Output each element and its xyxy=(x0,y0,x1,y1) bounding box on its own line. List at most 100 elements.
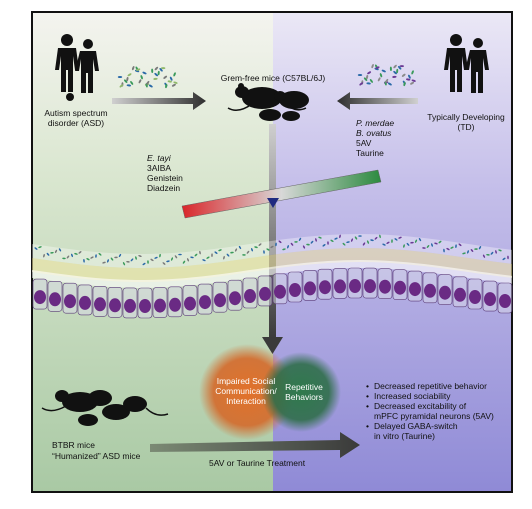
bacterium-icon xyxy=(275,242,277,247)
bacterium-icon xyxy=(490,251,494,255)
bacterium-icon xyxy=(202,259,206,262)
cell-nucleus xyxy=(154,298,166,313)
bacterium-icon xyxy=(478,246,482,250)
circle-label-line: Communication/ xyxy=(215,386,277,396)
asd-label: Autism spectrum disorder (ASD) xyxy=(44,108,108,128)
circle-label-line: Repetitive xyxy=(285,382,323,392)
bacterium-icon xyxy=(86,258,90,261)
bacterium-icon xyxy=(211,253,213,257)
bacterium-icon xyxy=(110,257,114,261)
bacterium-icon xyxy=(148,84,153,88)
repetitive-circle xyxy=(261,352,341,432)
bacterium-icon xyxy=(467,250,469,254)
bacterium-icon xyxy=(389,66,392,71)
cell-nucleus xyxy=(484,292,496,307)
bacterium-icon xyxy=(315,238,317,242)
bacterium-icon xyxy=(322,244,326,247)
bacterium-icon xyxy=(173,81,178,84)
bacterium-icon xyxy=(263,250,265,254)
bacterium-icon xyxy=(357,74,363,76)
bacterium-icon xyxy=(95,254,97,258)
cell-nucleus xyxy=(229,291,241,306)
bacterium-icon xyxy=(502,257,506,261)
cell-nucleus xyxy=(139,299,151,313)
bacterium-icon xyxy=(46,252,50,256)
bacterium-icon xyxy=(495,250,497,254)
metabolite-item: Diadzein xyxy=(147,183,181,193)
cell-nucleus xyxy=(439,285,451,300)
bacterium-icon xyxy=(507,255,509,260)
bacterium-icon xyxy=(431,243,433,247)
cell-nucleus xyxy=(499,294,511,308)
bacterium-icon xyxy=(130,258,134,262)
bacterium-icon xyxy=(174,255,178,259)
germ-free-label: Grem-free mice (C57BL/6J) xyxy=(220,73,326,83)
bacterium-icon xyxy=(242,254,246,256)
bacterium-icon xyxy=(346,241,350,243)
bacterium-icon xyxy=(359,82,364,86)
bacterium-icon xyxy=(166,260,170,263)
metabolite-item: Genistein xyxy=(147,173,183,183)
bacterium-icon xyxy=(214,251,218,254)
cell-nucleus xyxy=(109,298,121,313)
cell-nucleus xyxy=(124,298,136,313)
bacterium-icon xyxy=(182,260,186,264)
bacterium-icon xyxy=(66,255,70,259)
cell-nucleus xyxy=(94,297,106,312)
asd-microbiome-icon xyxy=(117,66,178,89)
bacterium-icon xyxy=(238,245,242,250)
bacterium-icon xyxy=(169,76,173,81)
bacterium-icon xyxy=(393,64,397,69)
treatment-effects-list: Decreased repetitive behaviorIncreased s… xyxy=(366,381,494,441)
bacterium-icon xyxy=(190,256,194,259)
bacterium-icon xyxy=(287,245,289,249)
bacterium-icon xyxy=(206,256,210,259)
cell-nucleus xyxy=(379,279,391,294)
bacterium-icon xyxy=(138,255,142,257)
effect-item: mPFC pyramidal neurons (5AV) xyxy=(374,411,494,421)
bacterium-icon xyxy=(366,82,371,85)
gut-layer xyxy=(32,260,512,288)
metabolite-item: Taurine xyxy=(356,148,384,158)
bacterium-icon xyxy=(126,84,131,87)
metabolite-item: 5AV xyxy=(356,138,372,148)
bacterium-icon xyxy=(161,67,166,70)
cell-nucleus xyxy=(79,295,91,310)
bacterium-icon xyxy=(50,251,54,254)
bacterium-icon xyxy=(450,246,454,249)
bacterium-icon xyxy=(83,259,85,263)
bacterium-icon xyxy=(410,81,415,85)
metabolite-item: P. merdae xyxy=(356,118,395,128)
bacterium-icon xyxy=(218,249,222,252)
bacterium-icon xyxy=(140,75,143,80)
bacterium-icon xyxy=(142,262,146,266)
bacterium-icon xyxy=(370,239,374,242)
bacterium-icon xyxy=(369,79,373,83)
bacterium-icon xyxy=(107,259,109,263)
asd-children-icon xyxy=(55,34,99,101)
bacterium-icon xyxy=(392,75,397,78)
bacterium-icon xyxy=(396,68,399,74)
bacterium-icon xyxy=(102,261,106,264)
bacterium-icon xyxy=(458,243,462,247)
bacterium-icon xyxy=(379,234,381,239)
bacterium-icon xyxy=(138,79,142,84)
bacterium-icon xyxy=(411,79,416,82)
cell-nucleus xyxy=(319,280,331,295)
bacterium-icon xyxy=(114,256,118,259)
bacterium-icon xyxy=(131,66,135,71)
bacterium-icon xyxy=(446,247,450,251)
bacterium-icon xyxy=(71,253,73,258)
bacterium-icon xyxy=(122,262,126,266)
center-arrow-shaft xyxy=(269,124,276,339)
bacterium-icon xyxy=(124,79,128,83)
bacterium-icon xyxy=(234,248,238,252)
bacterium-icon xyxy=(418,237,422,242)
bacterium-icon xyxy=(58,248,62,252)
bacterium-icon xyxy=(422,247,426,249)
treatment-arrow xyxy=(150,432,360,458)
bacterium-icon xyxy=(278,240,282,244)
bacterium-icon xyxy=(78,251,82,254)
bacterium-icon xyxy=(306,243,310,246)
